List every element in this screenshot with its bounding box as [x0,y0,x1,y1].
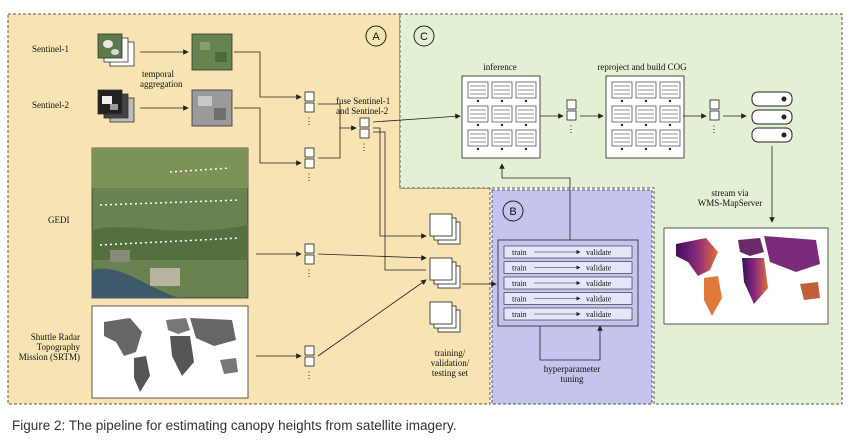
server-cell [491,105,513,127]
svg-text:validation/: validation/ [431,358,470,368]
reproject-label: reproject and build COG [597,62,687,72]
sentinel1-label: Sentinel-1 [32,44,69,54]
svg-text:Topography: Topography [37,342,81,352]
cv-validate-label: validate [586,310,612,319]
cv-train-label: train [512,279,527,288]
cv-train-label: train [512,264,527,273]
svg-text:⋮: ⋮ [567,124,576,134]
reproject-grid [605,75,685,159]
gedi-aerial-image [91,147,249,299]
server-cell [467,129,489,151]
svg-text:fuse Sentinel-1: fuse Sentinel-1 [336,96,390,106]
sets-label: training/ validation/ testing set [431,348,470,378]
cog-output-stack [709,99,720,121]
server-cell [611,81,633,103]
server-cell [611,129,633,151]
fused-channel-stack [359,117,370,139]
svg-text:⋮: ⋮ [305,116,314,126]
sentinel2-channel-stack [304,147,315,169]
server-cell [467,105,489,127]
cv-row: train validate [503,276,633,290]
svg-text:A: A [372,31,380,43]
sentinel1-image-stack [97,33,135,67]
cv-validate-label: validate [586,295,612,304]
s1-s2-channel-stack [304,91,315,113]
database-icon [751,91,793,143]
server-cell [467,81,489,103]
cv-row: train validate [503,292,633,305]
fuse-label: fuse Sentinel-1 and Sentinel-2 [336,96,390,116]
svg-text:⋮: ⋮ [360,142,369,152]
svg-text:WMS-MapServer: WMS-MapServer [698,198,763,208]
svg-text:⋮: ⋮ [305,370,314,380]
sentinel2-label: Sentinel-2 [32,100,69,110]
server-cell [635,129,657,151]
server-cell [515,129,537,151]
server-cell [659,81,681,103]
cv-row: train validate [503,307,633,321]
cv-train-label: train [512,310,527,319]
server-cell [515,105,537,127]
sentinel2-image-stack [97,89,135,123]
inference-label: inference [483,62,516,72]
server-cell [635,81,657,103]
svg-text:⋮: ⋮ [710,124,719,134]
gedi-label: GEDI [48,215,70,225]
hyperparameter-label: hyperparameter tuning [544,364,600,384]
cv-validate-label: validate [586,248,612,257]
svg-text:⋮: ⋮ [305,172,314,182]
svg-text:C: C [420,31,428,43]
srtm-label: Shuttle Radar Topography Mission (SRTM) [19,332,81,362]
cv-validate-label: validate [586,279,612,288]
sentinel2-aggregated-image [191,89,233,127]
server-cell [659,105,681,127]
figure-caption: Figure 2: The pipeline for estimating ca… [12,418,457,433]
cv-row: train validate [503,245,633,259]
svg-text:and Sentinel-2: and Sentinel-2 [336,106,388,116]
server-cell [611,105,633,127]
inference-model-grid [461,75,541,159]
temporal-aggregation-label: temporal [142,69,174,79]
svg-text:tuning: tuning [560,374,584,384]
temporal-aggregation-label-2: aggregation [140,79,183,89]
panel-a-tag: A [365,25,387,47]
canopy-height-map [663,227,829,325]
server-cell [491,81,513,103]
stream-label: stream via WMS-MapServer [698,188,763,208]
inference-output-stack [566,99,577,121]
svg-text:Mission (SRTM): Mission (SRTM) [19,352,80,362]
svg-text:testing set: testing set [432,368,469,378]
server-cell [635,105,657,127]
server-cell [659,129,681,151]
cv-train-label: train [512,248,527,257]
srtm-channel-stack [304,345,315,367]
dataset-stacks [429,213,461,333]
panel-b-tag: B [502,200,524,222]
svg-text:training/: training/ [435,348,466,358]
srtm-elevation-map [91,305,249,399]
cv-train-label: train [512,295,527,304]
sentinel1-aggregated-image [191,33,233,71]
cv-row: train validate [503,261,633,274]
svg-text:B: B [509,206,516,218]
svg-text:stream via: stream via [711,188,748,198]
cv-validate-label: validate [586,264,612,273]
server-cell [515,81,537,103]
svg-text:⋮: ⋮ [305,268,314,278]
panel-c-tag: C [413,25,435,47]
svg-text:hyperparameter: hyperparameter [544,364,600,374]
gedi-channel-stack [304,243,315,265]
server-cell [491,129,513,151]
svg-text:Shuttle Radar: Shuttle Radar [31,332,80,342]
